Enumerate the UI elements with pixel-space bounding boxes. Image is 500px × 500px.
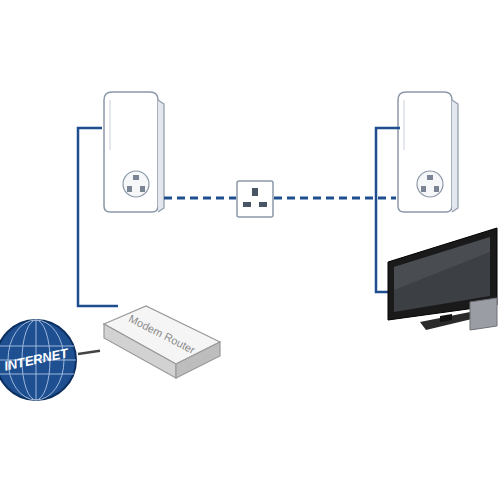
television: [388, 228, 497, 330]
powerline-link: [274, 197, 396, 200]
router-shape: [100, 298, 222, 386]
powerline-adapter: [104, 92, 164, 212]
powerline-link: [164, 197, 236, 200]
internet-globe: INTERNET: [0, 318, 78, 402]
cable-connector: [78, 351, 100, 354]
powerline-adapter: [398, 92, 458, 212]
wall-socket: [237, 181, 273, 217]
modem-router-box: Modem Router: [100, 298, 222, 386]
